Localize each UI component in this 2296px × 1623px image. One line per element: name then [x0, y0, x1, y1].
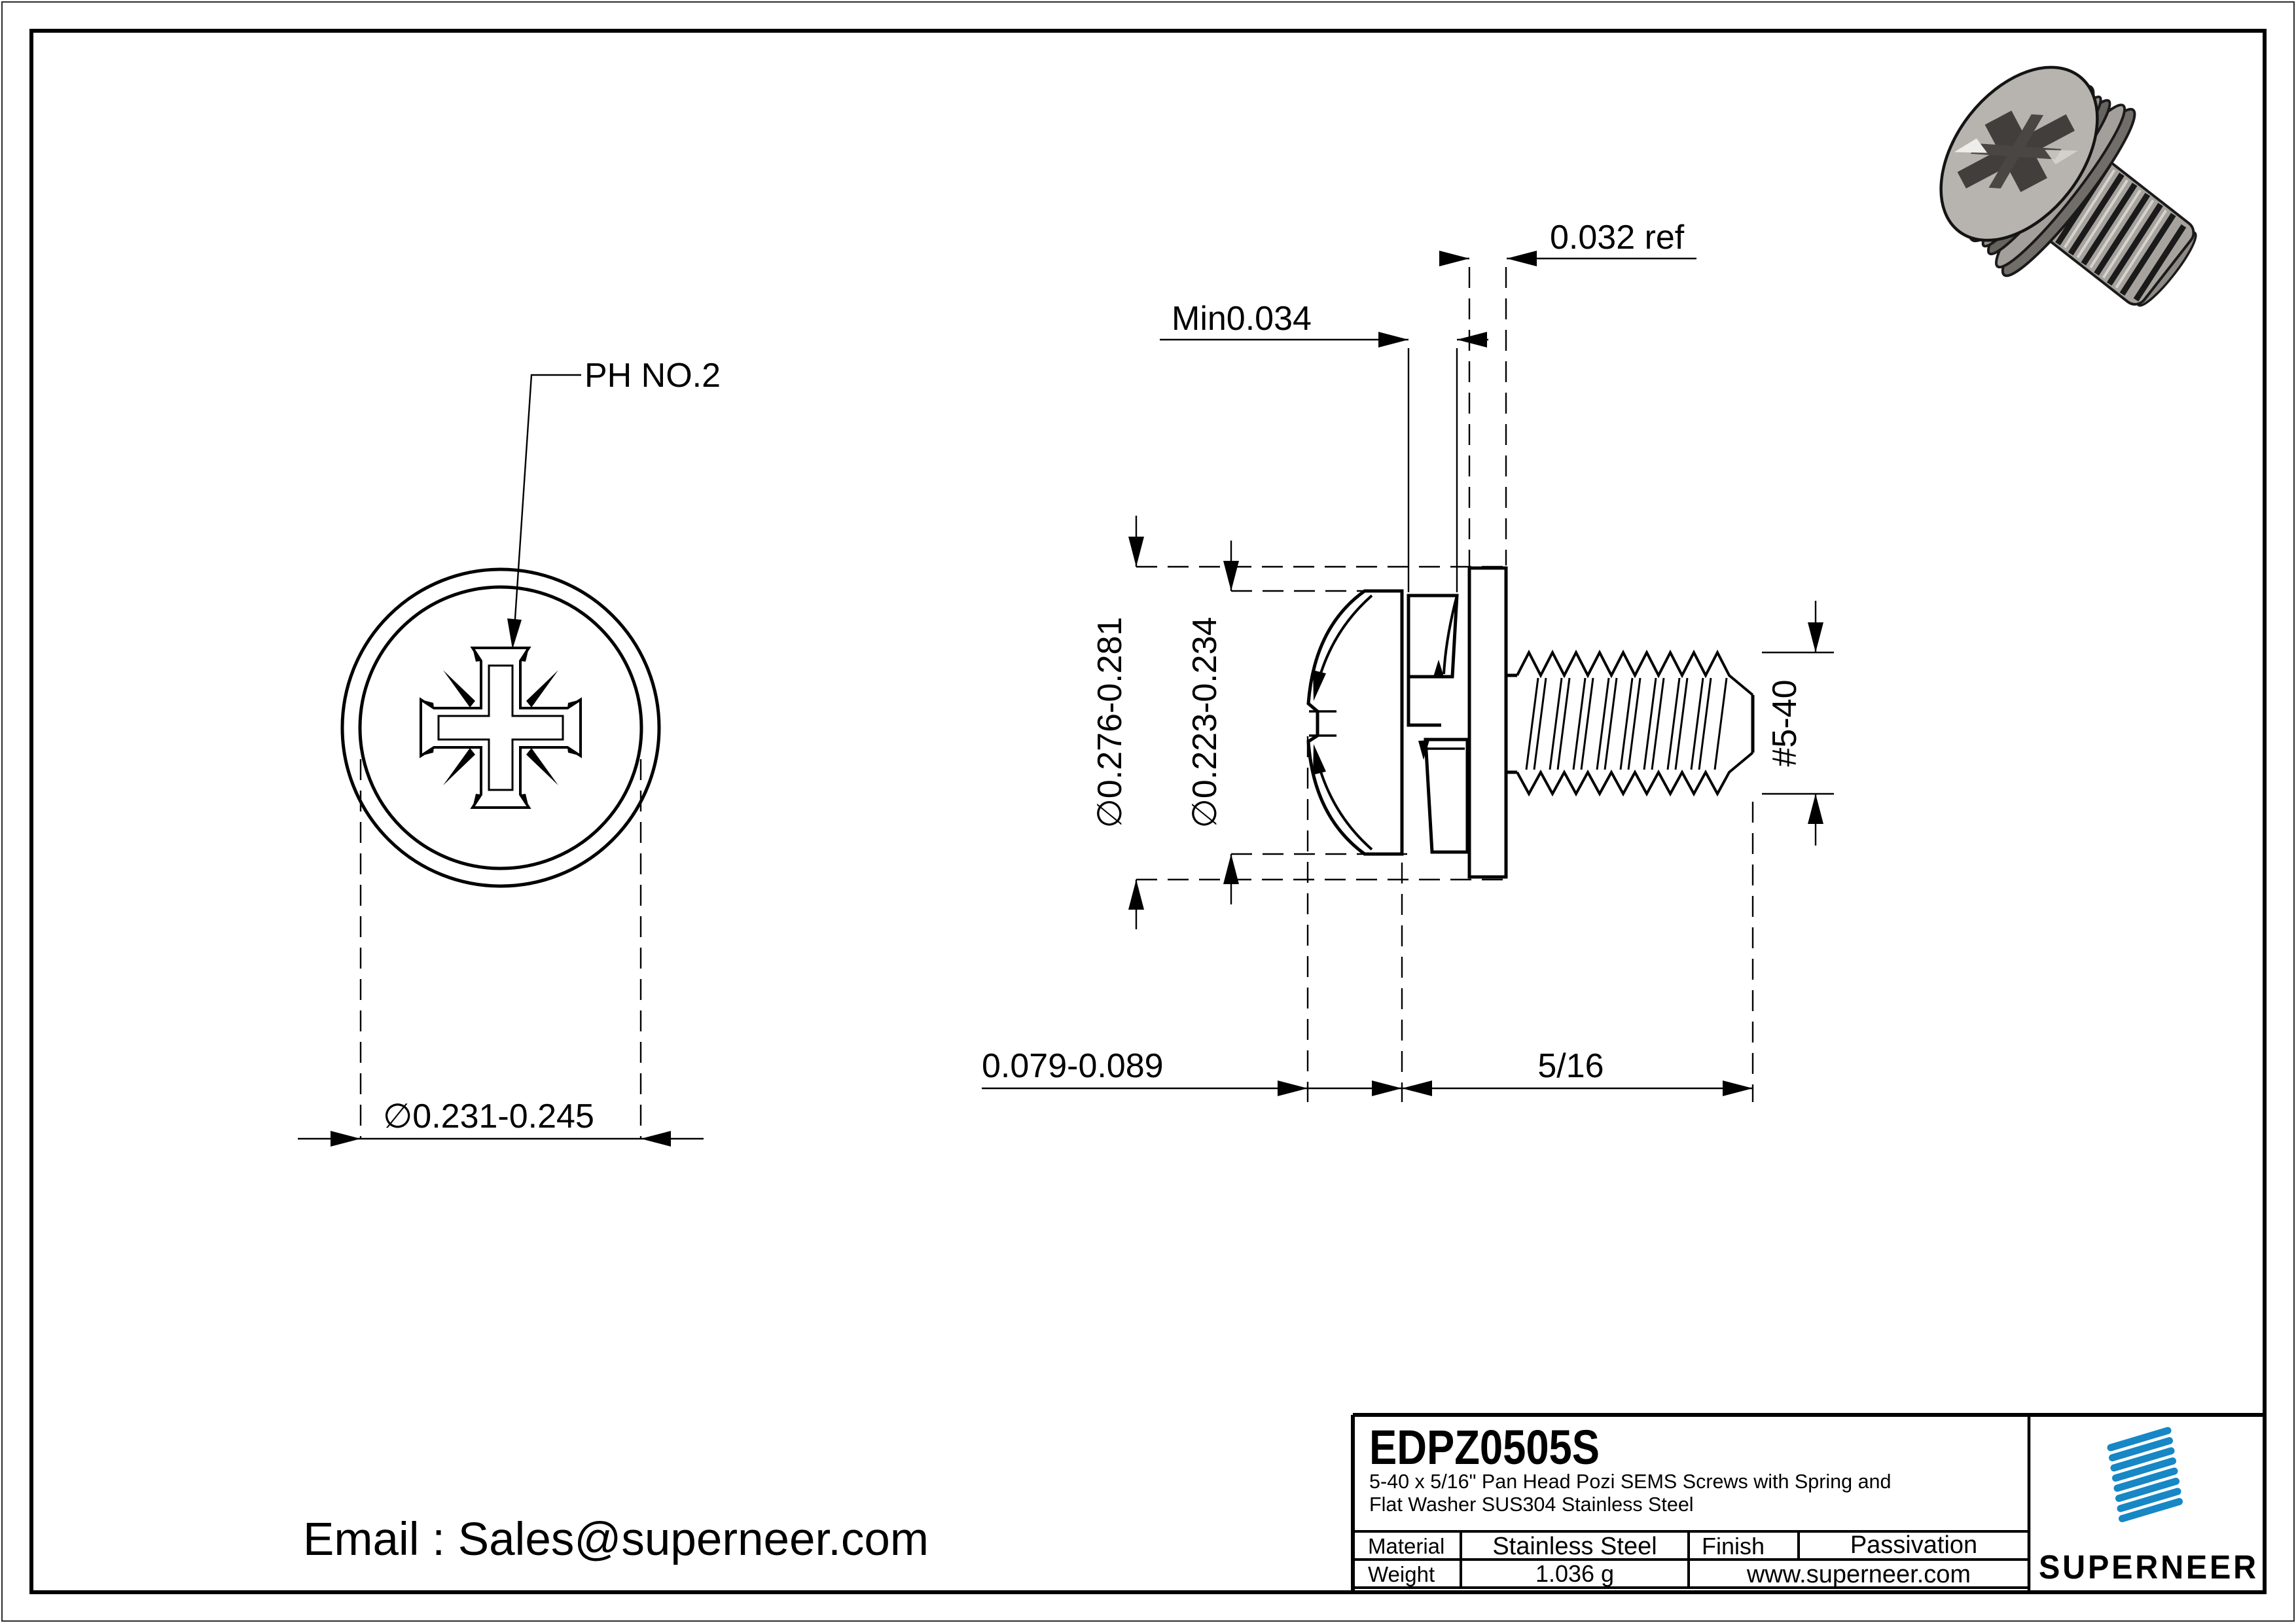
head-profile	[1306, 589, 1404, 856]
email-text: Email : Sales@superneer.com	[303, 1514, 929, 1565]
head-diameter-dimension: ∅0.231-0.245	[298, 728, 704, 1147]
3d-pozi-recess	[1954, 111, 2078, 192]
thread-size-text: #5-40	[1766, 680, 1804, 767]
brand-wordmark: SUPERNEER	[2039, 1548, 2259, 1586]
website-link[interactable]: www.superneer.com	[1746, 1561, 1971, 1588]
length-dimensions: 0.079-0.089 5/16	[982, 736, 1754, 1102]
pozi-spike-se	[526, 748, 558, 785]
3d-render	[1939, 65, 2197, 307]
head-height-text: 0.079-0.089	[982, 1047, 1164, 1085]
material-label: Material	[1368, 1534, 1444, 1558]
spring-washer-thickness-dimension: Min0.034	[1160, 300, 1488, 592]
head-od-dimension: ∅0.223-0.234	[1186, 541, 1407, 904]
pozi-spike-ne	[526, 670, 558, 707]
finish-value: Passivation	[1850, 1531, 1977, 1559]
drive-callout: PH NO.2	[507, 357, 721, 649]
side-view	[1306, 566, 1755, 879]
title-block: EDPZ0505S 5-40 x 5/16" Pan Head Pozi SEM…	[1351, 1413, 2265, 1592]
washer-od-text: ∅0.276-0.281	[1091, 617, 1129, 829]
description-line2: Flat Washer SUS304 Stainless Steel	[1369, 1493, 1694, 1516]
front-view	[340, 567, 661, 888]
head-od-text: ∅0.223-0.234	[1186, 617, 1224, 829]
thread-size-dimension: #5-40	[1762, 601, 1834, 846]
pozi-cross-inner	[437, 664, 564, 791]
part-number: EDPZ0505S	[1369, 1420, 1600, 1474]
pozi-spike-sw	[443, 748, 475, 785]
pozi-spike-nw	[443, 670, 475, 707]
flat-washer-thickness-dimension: 0.032 ref	[1439, 219, 1696, 568]
drive-label: PH NO.2	[584, 357, 721, 395]
head-diameter-text: ∅0.231-0.245	[383, 1097, 594, 1135]
flat-washer	[1467, 566, 1508, 879]
flat-washer-thickness-text: 0.032 ref	[1550, 219, 1685, 257]
spring-washer	[1407, 594, 1469, 854]
washer-od-dimension: ∅0.276-0.281	[1091, 516, 1505, 929]
length-text: 5/16	[1537, 1047, 1604, 1085]
description-line1: 5-40 x 5/16" Pan Head Pozi SEMS Screws w…	[1369, 1471, 1891, 1493]
thread-top	[1516, 649, 1754, 696]
finish-label: Finish	[1702, 1533, 1765, 1560]
material-value: Stainless Steel	[1492, 1533, 1657, 1560]
weight-label: Weight	[1368, 1562, 1435, 1586]
weight-value: 1.036 g	[1535, 1560, 1614, 1587]
thread-flanks	[1525, 677, 1728, 770]
thread-bottom	[1516, 751, 1754, 797]
spring-washer-thickness-text: Min0.034	[1172, 300, 1312, 338]
logo-stripes-icon	[2107, 1427, 2183, 1522]
brand-logo: SUPERNEER	[2039, 1427, 2259, 1586]
